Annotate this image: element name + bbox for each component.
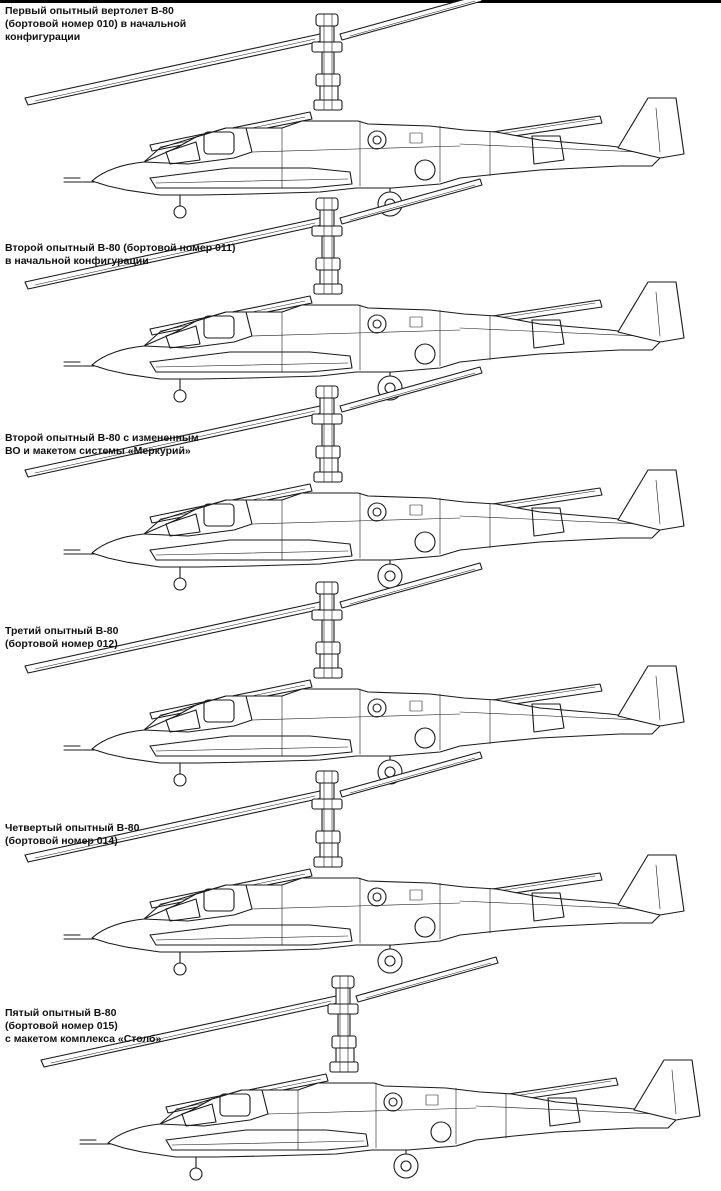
caption-line: (бортовой номер 010) в начальной <box>5 18 187 30</box>
caption-line: конфигурации <box>5 31 81 43</box>
caption-line: ВО и макетом системы «Меркурий» <box>5 445 191 457</box>
caption-line: Четвертый опытный В-80 <box>5 822 140 834</box>
caption-v80-012: Третий опытный В-80 (бортовой номер 012) <box>5 625 118 651</box>
caption-line: (бортовой номер 015) <box>5 1020 118 1032</box>
caption-line: (бортовой номер 012) <box>5 638 118 650</box>
caption-line: Второй опытный В-80 (бортовой номер 011) <box>5 242 236 254</box>
caption-v80-015: Пятый опытный В-80 (бортовой номер 015) … <box>5 1007 161 1046</box>
caption-v80-014: Четвертый опытный В-80 (бортовой номер 0… <box>5 822 139 848</box>
caption-v80-010: Первый опытный вертолет В-80 (бортовой н… <box>5 5 186 44</box>
caption-line: (бортовой номер 014) <box>5 835 118 847</box>
caption-v80-011: Второй опытный В-80 (бортовой номер 011)… <box>5 242 235 268</box>
top-border <box>0 0 721 3</box>
helicopter-drawing-014 <box>24 751 685 976</box>
helicopter-drawing-015 <box>40 956 701 1181</box>
helicopter-drawing-012 <box>24 562 685 787</box>
caption-line: с макетом комплекса «Столб» <box>5 1033 162 1045</box>
caption-v80-011-modified: Второй опытный В-80 с измененным ВО и ма… <box>5 432 199 458</box>
caption-line: Первый опытный вертолет В-80 <box>5 5 174 17</box>
helicopter-drawing-011 <box>24 178 685 403</box>
caption-line: Второй опытный В-80 с измененным <box>5 432 199 444</box>
helicopter-drawing-011-modified <box>24 366 685 591</box>
caption-line: Пятый опытный В-80 <box>5 1007 117 1019</box>
caption-line: Третий опытный В-80 <box>5 625 119 637</box>
caption-line: в начальной конфигурации <box>5 255 149 267</box>
